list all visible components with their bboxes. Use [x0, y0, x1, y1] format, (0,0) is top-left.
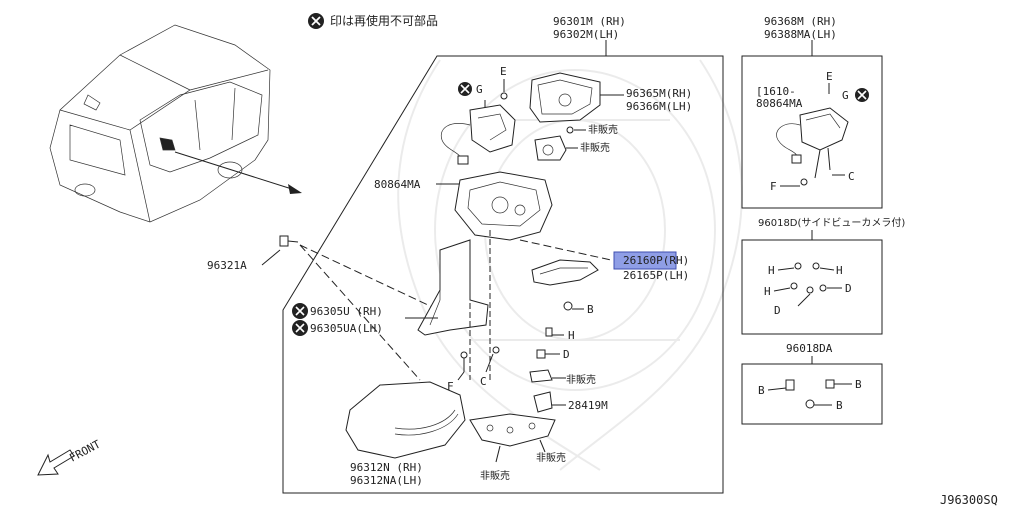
box2-frame — [741, 239, 883, 335]
x-circle-icon-b — [292, 320, 308, 336]
legend-text: 印は再使用不可部品 — [330, 13, 438, 28]
lower-bracket — [469, 413, 556, 463]
p26160-lh: 26165P(LH) — [623, 269, 689, 282]
turn-signal-lamp — [531, 259, 599, 286]
box1-title-lh: 96388MA(LH) — [764, 28, 837, 41]
diagram-code: J96300SQ — [940, 493, 998, 507]
label-D: D — [563, 348, 570, 361]
box2-label-D1: D — [845, 282, 852, 295]
front-label: FRONT — [67, 437, 103, 464]
label-C: C — [480, 375, 487, 388]
mirror-housing-base — [454, 171, 553, 241]
vehicle-sketch — [49, 24, 271, 223]
label-G: G — [476, 83, 483, 96]
p96365-lh: 96366M(LH) — [626, 100, 692, 113]
label-E: E — [500, 65, 507, 78]
box1-ref-1: [1610- — [756, 85, 796, 98]
p96321-label: 96321A — [207, 259, 247, 272]
label-H: H — [568, 329, 575, 342]
camera-unit — [533, 391, 566, 413]
p28419-label: 28419M — [568, 399, 608, 412]
mirror-cover — [345, 381, 466, 459]
p96312-lh: 96312NA(LH) — [350, 474, 423, 487]
main-assembly-rh: 96301M (RH) — [553, 15, 626, 28]
box3-frame — [741, 363, 883, 425]
box1-title-rh: 96368M (RH) — [764, 15, 837, 28]
hibai-label-1: 非販売 — [588, 123, 618, 136]
actuator-unit — [534, 135, 567, 161]
box1-label-G: G — [842, 89, 849, 102]
x-circle-icon-a — [292, 303, 308, 319]
box2-label-H1: H — [768, 264, 775, 277]
hibai-label-2: 非販売 — [580, 141, 610, 154]
hibai-label-3: 非販売 — [566, 373, 596, 386]
x-circle-icon-box1 — [855, 88, 869, 102]
screw-96321A — [279, 235, 299, 247]
mirror-base-arm — [417, 239, 489, 336]
screw-top — [566, 126, 586, 134]
screw-C — [485, 346, 500, 373]
box3-title: 96018DA — [786, 342, 833, 355]
p96305-rh: 96305U (RH) — [310, 305, 383, 318]
box3-label-B1: B — [758, 384, 765, 397]
motor-unit: G — [440, 82, 516, 165]
box2-label-D2: D — [774, 304, 781, 317]
highlight-box — [613, 251, 677, 270]
clip-D — [536, 349, 560, 359]
box2-title: 96018D(サイドビューカメラ付) — [758, 216, 905, 229]
box1-frame — [741, 55, 883, 209]
box1-label-C: C — [848, 170, 855, 183]
pointer-arrow — [174, 151, 302, 194]
box1-label-E: E — [826, 70, 833, 83]
camera-bracket-small — [529, 369, 566, 383]
screw-F — [457, 351, 468, 381]
box2-label-H3: H — [764, 285, 771, 298]
p96365-rh: 96365M(RH) — [626, 87, 692, 100]
main-assembly-lh: 96302M(LH) — [553, 28, 619, 41]
box2-label-H2: H — [836, 264, 843, 277]
p80864-label: 80864MA — [374, 178, 421, 191]
label-B: B — [587, 303, 594, 316]
box1-label-F: F — [770, 180, 777, 193]
front-indicator: FRONT — [37, 437, 103, 476]
screw-E — [500, 79, 508, 100]
box1-motor-assembly — [776, 107, 849, 179]
p96312-rh: 96312N (RH) — [350, 461, 423, 474]
legend: 印は再使用不可部品 — [308, 13, 438, 29]
box1-ref-2: 80864MA — [756, 97, 803, 110]
p96305-lh: 96305UA(LH) — [310, 322, 383, 335]
main-frame — [282, 55, 724, 494]
box3-label-B3: B — [836, 399, 843, 412]
hibai-label-4: 非販売 — [536, 451, 566, 464]
screw-B — [563, 301, 584, 311]
box3-label-B2: B — [855, 378, 862, 391]
mirror-glass — [529, 72, 601, 123]
hibai-label-5: 非販売 — [480, 469, 510, 482]
screw-H — [545, 327, 564, 337]
label-F: F — [447, 380, 454, 393]
p26160-rh: 26160P(RH) — [623, 254, 689, 267]
